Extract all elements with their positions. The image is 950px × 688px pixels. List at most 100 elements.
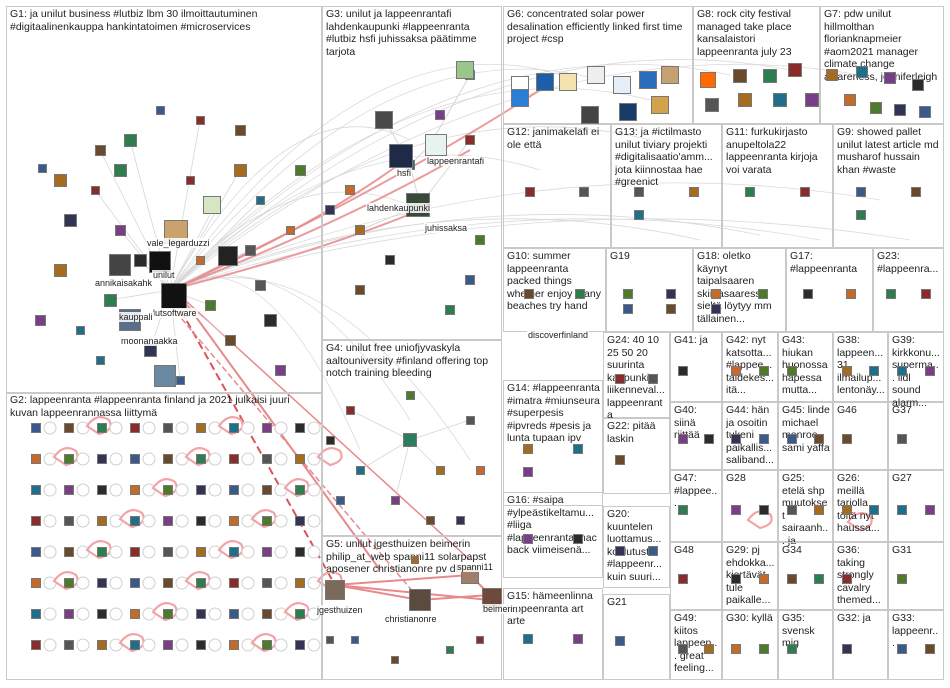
user-node[interactable] <box>133 253 147 267</box>
user-node[interactable] <box>130 640 140 650</box>
user-node[interactable] <box>869 365 880 376</box>
user-node[interactable] <box>446 646 454 654</box>
user-node[interactable] <box>233 163 247 177</box>
user-node[interactable] <box>465 415 475 425</box>
user-node[interactable] <box>229 423 239 433</box>
user-node[interactable] <box>254 279 266 291</box>
user-node[interactable] <box>295 640 305 650</box>
user-node[interactable] <box>389 144 413 168</box>
user-node[interactable] <box>64 423 74 433</box>
user-node[interactable] <box>573 534 583 545</box>
user-node[interactable] <box>814 574 825 585</box>
user-node[interactable] <box>195 255 205 265</box>
user-node[interactable] <box>97 640 107 650</box>
user-node[interactable] <box>161 283 187 309</box>
user-node[interactable] <box>885 289 896 300</box>
user-node[interactable] <box>884 72 896 84</box>
user-node[interactable] <box>814 434 825 445</box>
user-node[interactable] <box>37 163 47 173</box>
user-node[interactable] <box>678 574 688 585</box>
user-node[interactable] <box>614 546 625 557</box>
user-node[interactable] <box>262 423 272 433</box>
user-node[interactable] <box>218 246 238 266</box>
user-node[interactable] <box>475 235 485 245</box>
user-node[interactable] <box>355 465 365 475</box>
user-node[interactable] <box>897 574 907 585</box>
user-node[interactable] <box>229 516 239 526</box>
user-node[interactable] <box>64 640 74 650</box>
user-node[interactable] <box>64 516 74 526</box>
user-node[interactable] <box>648 374 659 385</box>
user-node[interactable] <box>525 187 535 198</box>
user-node[interactable] <box>229 609 239 619</box>
user-node[interactable] <box>385 255 395 265</box>
user-node[interactable] <box>846 289 857 300</box>
user-node[interactable] <box>130 547 140 557</box>
user-node[interactable] <box>31 547 41 557</box>
user-node[interactable] <box>921 289 932 300</box>
user-node[interactable] <box>475 465 485 475</box>
user-node[interactable] <box>661 66 679 84</box>
user-node[interactable] <box>113 163 127 177</box>
user-node[interactable] <box>639 71 657 89</box>
user-node[interactable] <box>263 313 277 327</box>
user-node[interactable] <box>31 578 41 588</box>
user-node[interactable] <box>465 135 475 145</box>
user-node[interactable] <box>622 289 633 300</box>
user-node[interactable] <box>894 104 906 116</box>
user-node[interactable] <box>262 609 272 619</box>
user-node[interactable] <box>738 93 752 107</box>
user-node[interactable] <box>773 93 787 107</box>
user-node[interactable] <box>114 224 126 236</box>
user-node[interactable] <box>130 423 140 433</box>
user-node[interactable] <box>295 423 305 433</box>
user-node[interactable] <box>109 254 131 276</box>
user-node[interactable] <box>163 423 173 433</box>
user-node[interactable] <box>581 106 599 124</box>
user-node[interactable] <box>511 89 529 107</box>
user-node[interactable] <box>325 205 335 215</box>
user-node[interactable] <box>523 289 534 300</box>
user-node[interactable] <box>75 325 85 335</box>
user-node[interactable] <box>64 547 74 557</box>
user-node[interactable] <box>203 196 221 214</box>
user-node[interactable] <box>731 574 741 585</box>
user-node[interactable] <box>844 94 856 106</box>
user-node[interactable] <box>587 66 605 84</box>
user-node[interactable] <box>559 73 577 91</box>
user-node[interactable] <box>759 434 769 445</box>
user-node[interactable] <box>759 574 769 585</box>
user-node[interactable] <box>262 454 272 464</box>
user-node[interactable] <box>262 485 272 495</box>
user-node[interactable] <box>97 485 107 495</box>
user-node[interactable] <box>869 504 880 515</box>
user-node[interactable] <box>325 580 345 600</box>
user-node[interactable] <box>536 73 554 91</box>
user-node[interactable] <box>31 640 41 650</box>
user-node[interactable] <box>919 106 931 118</box>
user-node[interactable] <box>619 103 637 121</box>
user-node[interactable] <box>711 289 722 300</box>
user-node[interactable] <box>855 187 866 198</box>
user-node[interactable] <box>445 305 455 315</box>
user-node[interactable] <box>870 102 882 114</box>
user-node[interactable] <box>786 504 797 515</box>
user-node[interactable] <box>757 289 768 300</box>
user-node[interactable] <box>897 643 907 654</box>
user-node[interactable] <box>573 444 583 455</box>
user-node[interactable] <box>786 574 797 585</box>
user-node[interactable] <box>295 578 305 588</box>
user-node[interactable] <box>229 640 239 650</box>
user-node[interactable] <box>405 390 415 400</box>
user-node[interactable] <box>705 98 719 112</box>
user-node[interactable] <box>425 515 435 525</box>
user-node[interactable] <box>575 289 586 300</box>
user-node[interactable] <box>326 636 334 644</box>
user-node[interactable] <box>345 405 355 415</box>
user-node[interactable] <box>704 434 714 445</box>
user-node[interactable] <box>800 187 811 198</box>
user-node[interactable] <box>163 640 173 650</box>
user-node[interactable] <box>897 504 907 515</box>
user-node[interactable] <box>435 465 445 475</box>
user-node[interactable] <box>34 314 46 326</box>
